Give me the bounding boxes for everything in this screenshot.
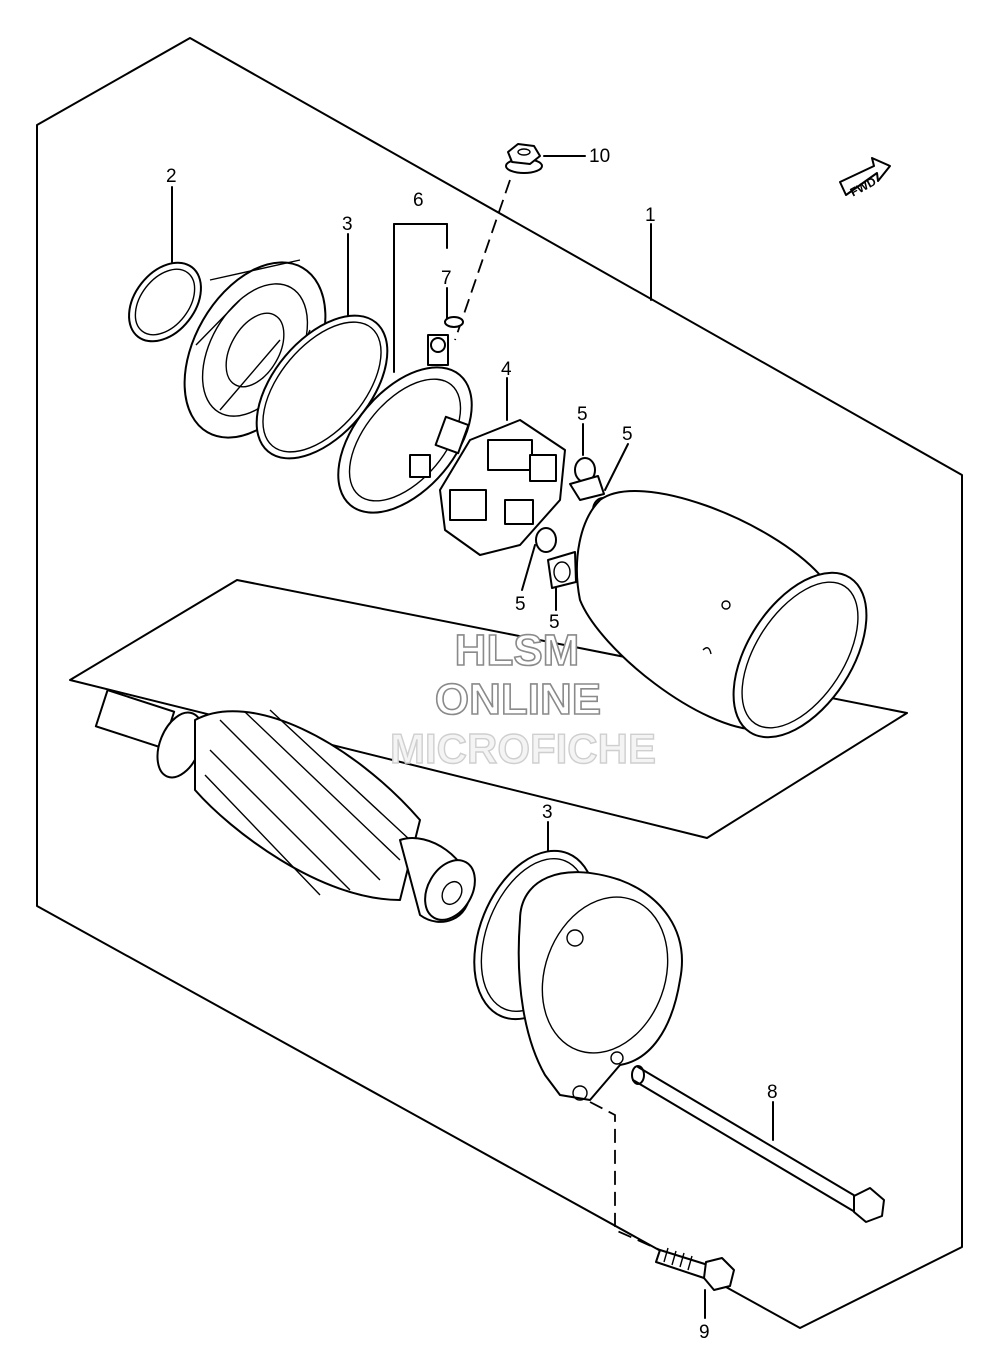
callout-1: 1 [645,205,656,226]
callout-4: 4 [501,359,512,380]
watermark-line-2: ONLINE [435,675,601,724]
callout-5-c: 5 [515,594,526,615]
washer-part-7 [444,316,464,328]
brush-holder-part-4 [439,419,566,556]
nut-alignment-line [454,179,511,341]
callout-8: 8 [767,1082,778,1103]
bolt-alignment-line [589,1101,661,1251]
callout-5-b: 5 [622,424,633,445]
assembly-boundary [36,37,963,1329]
front-cover [517,871,683,1101]
watermark-line-1: HLSM [455,626,580,675]
callout-5-a: 5 [577,404,588,425]
through-bolt-part-8 [631,1065,885,1223]
leader-lines [171,155,774,1319]
o-ring-part-2 [128,261,202,343]
armature-boundary [69,579,908,839]
callout-7: 7 [441,268,452,289]
callout-6: 6 [413,190,424,211]
motor-yoke [575,490,868,739]
callout-10: 10 [589,146,610,167]
callout-5-d: 5 [549,612,560,633]
brush-springs-part-5 [535,457,614,589]
brush-plate-part-6 [337,334,473,514]
watermark-line-3: MICROFICHE [390,725,656,772]
flange-nut-part-10 [505,143,543,174]
fwd-arrow-icon: FWD [839,157,891,199]
callout-3-upper: 3 [342,214,353,235]
watermark: HLSM ONLINE MICROFICHE [389,625,656,773]
callout-2: 2 [166,166,177,187]
bolt-part-9 [655,1247,735,1291]
callout-3-lower: 3 [542,802,553,823]
armature [94,689,476,923]
callout-labels: 1 2 3 3 4 5 5 5 5 6 7 8 9 10 [166,146,778,1343]
callout-9: 9 [699,1322,710,1343]
